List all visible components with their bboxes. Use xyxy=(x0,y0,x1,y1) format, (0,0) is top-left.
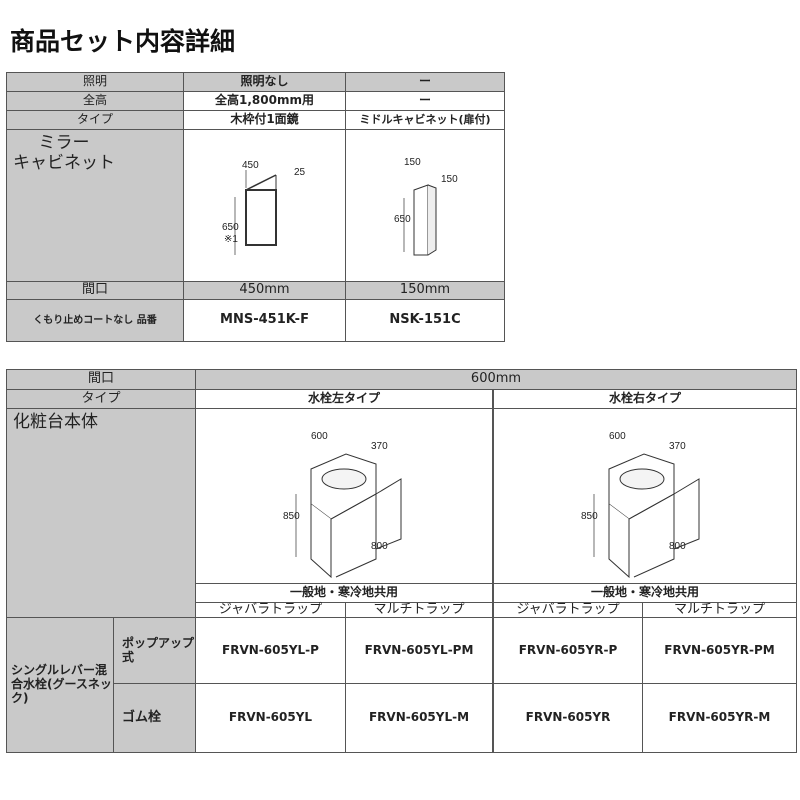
vanity-left-diagram-cell: 600 370 850 800 xyxy=(195,408,493,584)
region-right: 一般地・寒冷地共用 xyxy=(493,583,797,603)
cabinet-height-dim: 650 xyxy=(394,214,411,225)
product-rubber-2: FRVN-605YL-M xyxy=(345,683,493,753)
vanity-width-label: 間口 xyxy=(6,369,196,390)
product-rubber-4: FRVN-605YR-M xyxy=(642,683,797,753)
row-label-lighting: 照明 xyxy=(6,72,184,92)
cabinet-width-dim: 150 xyxy=(404,157,421,168)
height-value-1: 全高1,800mm用 xyxy=(183,91,346,111)
region-left: 一般地・寒冷地共用 xyxy=(195,583,493,603)
product-popup-4: FRVN-605YR-PM xyxy=(642,617,797,684)
vanity-type-label: タイプ xyxy=(6,389,196,409)
cabinet-diagram: 150 150 650 xyxy=(394,157,458,256)
product-number-1: MNS-451K-F xyxy=(183,299,346,342)
type-value-2: ミドルキャビネット(扉付) xyxy=(345,110,505,130)
product-rubber-1: FRVN-605YL xyxy=(195,683,346,753)
section-label-vanity: 化粧台本体 xyxy=(6,408,196,618)
mirror-note: ※1 xyxy=(224,234,238,245)
vanity-right-height-dim: 850 xyxy=(581,511,598,522)
type-value-1: 木枠付1面鏡 xyxy=(183,110,346,130)
cabinet-diagram-cell: 150 150 650 xyxy=(345,129,505,282)
vanity-right-diagram: 600 370 850 800 xyxy=(581,431,700,579)
type-left-faucet: 水栓左タイプ xyxy=(195,389,493,409)
row-label-height: 全高 xyxy=(6,91,184,111)
vanity-right-height2-dim: 800 xyxy=(669,541,686,552)
vanity-left-height2-dim: 800 xyxy=(371,541,388,552)
trap-label-4: マルチトラップ xyxy=(642,602,797,618)
vanity-left-diagram: 600 370 850 800 xyxy=(283,431,402,579)
faucet-label: シングルレバー混合水栓(グースネック) xyxy=(6,617,114,753)
mirror-width-dim: 450 xyxy=(242,160,259,171)
type-right-faucet: 水栓右タイプ xyxy=(493,389,797,409)
row-label-product-number: くもり止めコートなし 品番 xyxy=(6,299,184,342)
vanity-width-value: 600mm xyxy=(195,369,797,390)
mirror-height-dim: 650 xyxy=(222,222,239,233)
row-label-width: 間口 xyxy=(6,281,184,300)
section-label-mirror-cabinet: ミラー キャビネット xyxy=(6,129,184,282)
height-value-2: ー xyxy=(345,91,505,111)
vanity-right-diagram-cell: 600 370 850 800 xyxy=(493,408,797,584)
vanity-right-depth-dim: 370 xyxy=(669,441,686,452)
width-value-1: 450mm xyxy=(183,281,346,300)
product-popup-3: FRVN-605YR-P xyxy=(493,617,643,684)
mirror-diagram: 450 25 650 ※1 xyxy=(222,160,306,255)
page-title: 商品セット内容詳細 xyxy=(10,27,236,56)
product-popup-2: FRVN-605YL-PM xyxy=(345,617,493,684)
vanity-right-width-dim: 600 xyxy=(609,431,626,442)
rubber-stopper-label: ゴム栓 xyxy=(113,683,196,753)
popup-label: ポップアップ式 xyxy=(113,617,196,684)
trap-label-2: マルチトラップ xyxy=(345,602,493,618)
product-rubber-3: FRVN-605YR xyxy=(493,683,643,753)
vanity-left-depth-dim: 370 xyxy=(371,441,388,452)
lighting-value-1: 照明なし xyxy=(183,72,346,92)
vanity-left-height-dim: 850 xyxy=(283,511,300,522)
cabinet-depth-dim: 150 xyxy=(441,174,458,185)
lighting-value-2: ー xyxy=(345,72,505,92)
width-value-2: 150mm xyxy=(345,281,505,300)
product-popup-1: FRVN-605YL-P xyxy=(195,617,346,684)
mirror-diagram-cell: 450 25 650 ※1 xyxy=(183,129,346,282)
trap-label-3: ジャバラトラップ xyxy=(493,602,643,618)
trap-label-1: ジャバラトラップ xyxy=(195,602,346,618)
vanity-left-width-dim: 600 xyxy=(311,431,328,442)
mirror-depth-dim: 25 xyxy=(294,167,306,178)
row-label-type: タイプ xyxy=(6,110,184,130)
product-number-2: NSK-151C xyxy=(345,299,505,342)
